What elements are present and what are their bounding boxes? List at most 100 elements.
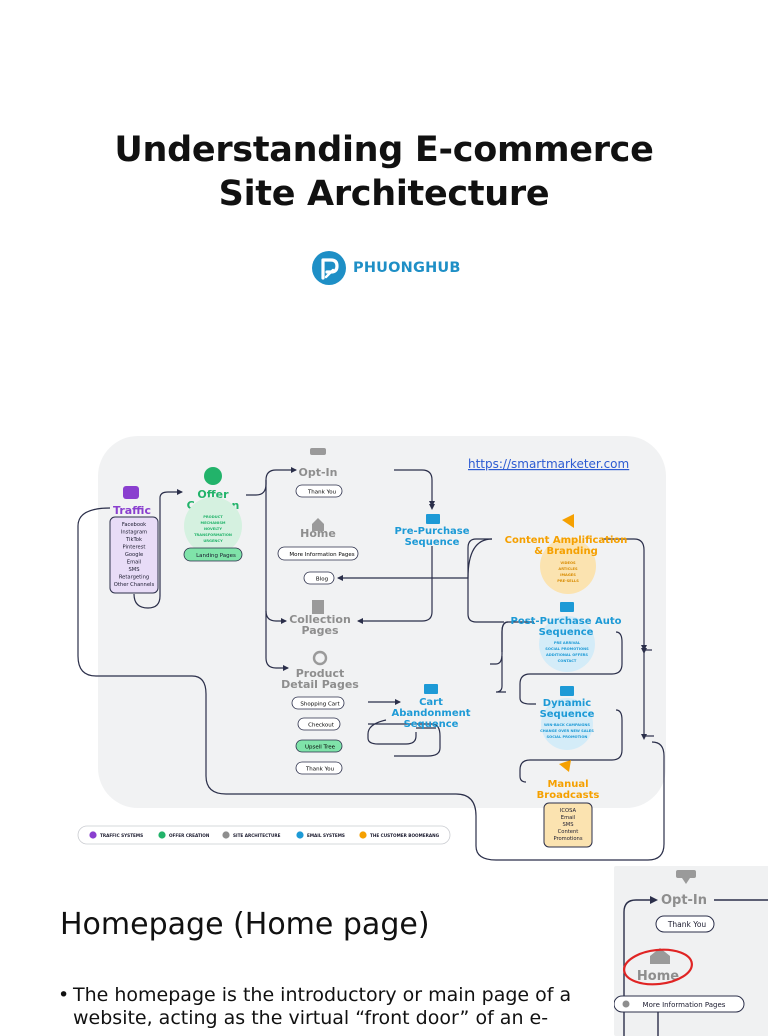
legend-item: TRAFFIC SYSTEMS xyxy=(100,833,143,838)
svg-text:PRODUCT: PRODUCT xyxy=(203,515,223,519)
more-info-pill[interactable] xyxy=(277,546,359,561)
post-purchase-node: Post-Purchase Auto Sequence PRE ARRIVAL … xyxy=(511,602,622,672)
connector-lines xyxy=(77,467,665,861)
svg-text:IMAGES: IMAGES xyxy=(560,573,576,577)
manual-broadcasts-node: Manual Broadcasts ICOSA Email SMS Conten… xyxy=(537,760,600,848)
badge-icon xyxy=(204,467,222,485)
shopping-cart-pill[interactable] xyxy=(291,696,345,710)
svg-text:More Information Pages: More Information Pages xyxy=(289,552,354,558)
svg-text:Shopping Cart: Shopping Cart xyxy=(300,702,340,708)
zoom-svg: Opt-In Thank You Home More Information P… xyxy=(614,870,768,1036)
svg-text:Email: Email xyxy=(561,815,575,821)
svg-text:Checkout: Checkout xyxy=(308,723,335,729)
svg-text:Post-Purchase Auto: Post-Purchase Auto xyxy=(511,616,622,627)
brand: PHUONGHUB xyxy=(311,250,461,286)
svg-text:Other Channels: Other Channels xyxy=(114,582,155,588)
diagram-url[interactable]: https://smartmarketer.com xyxy=(468,457,629,471)
svg-text:VIDEOS: VIDEOS xyxy=(560,561,576,565)
svg-text:WIN-BACK CAMPAIGNS: WIN-BACK CAMPAIGNS xyxy=(544,723,590,727)
svg-text:Google: Google xyxy=(125,552,143,558)
svg-text:Email: Email xyxy=(127,560,141,566)
hand-icon xyxy=(559,760,571,772)
legend-item: OFFER CREATION xyxy=(169,833,210,838)
thankyou2-pill[interactable] xyxy=(295,761,343,775)
svg-text:TRANSFORMATION: TRANSFORMATION xyxy=(194,533,232,537)
svg-text:MECHANISM: MECHANISM xyxy=(201,521,226,525)
dynamic-sequence-node: Dynamic Sequence WIN-BACK CAMPAIGNS CHAN… xyxy=(540,686,595,750)
diagram-svg: https://smartmarketer.com Traffic Facebo… xyxy=(77,448,665,861)
thankyou-pill[interactable] xyxy=(295,484,343,498)
site-architecture-diagram: https://smartmarketer.com Traffic Facebo… xyxy=(56,436,696,866)
checkout-pill[interactable] xyxy=(297,717,341,731)
bullet-line-1: The homepage is the introductory or main… xyxy=(73,984,572,1006)
svg-text:URGENCY: URGENCY xyxy=(203,539,223,543)
legend: TRAFFIC SYSTEMS OFFER CREATION SITE ARCH… xyxy=(77,825,451,845)
search-icon xyxy=(312,650,328,666)
svg-text:CHANGE OVER NEW SALES: CHANGE OVER NEW SALES xyxy=(540,729,594,733)
svg-text:Manual: Manual xyxy=(547,779,588,790)
svg-text:Traffic: Traffic xyxy=(113,504,151,517)
svg-text:Upsell Tree: Upsell Tree xyxy=(305,745,336,751)
svg-text:Home: Home xyxy=(300,527,336,540)
zoom-more-info-pill[interactable] xyxy=(614,995,745,1013)
post-purchase-bubble xyxy=(539,616,595,672)
blog-pill[interactable] xyxy=(303,571,335,585)
svg-text:Opt-In: Opt-In xyxy=(299,466,338,479)
svg-text:PRE ARRIVAL: PRE ARRIVAL xyxy=(554,641,581,645)
traffic-node: Traffic Facebook Instagram TikTok Pinter… xyxy=(109,486,159,594)
legend-item: THE CUSTOMER BOOMERANG xyxy=(370,833,440,838)
content-amplification-node: Content Amplification & Branding VIDEOS … xyxy=(505,514,627,594)
title-line-2: Site Architecture xyxy=(218,174,550,214)
envelope-icon xyxy=(424,684,438,694)
svg-text:Collection: Collection xyxy=(289,613,351,626)
svg-text:& Branding: & Branding xyxy=(534,546,598,557)
bullet-line-2: website, acting as the virtual “front do… xyxy=(73,1007,549,1029)
svg-text:CONTACT: CONTACT xyxy=(558,659,577,663)
svg-text:NOVELTY: NOVELTY xyxy=(204,527,222,531)
svg-text:Pre-Purchase: Pre-Purchase xyxy=(394,526,469,537)
zoom-thankyou-pill[interactable] xyxy=(655,915,715,933)
optin-icon xyxy=(676,870,696,878)
bullet-paragraph: •The homepage is the introductory or mai… xyxy=(58,984,588,1030)
phuonghub-logo-icon xyxy=(312,251,346,285)
svg-text:Sequence: Sequence xyxy=(539,627,594,638)
svg-text:Sequence: Sequence xyxy=(405,537,460,548)
legend-item: SITE ARCHITECTURE xyxy=(233,833,281,838)
svg-text:Facebook: Facebook xyxy=(122,522,146,528)
legend-item: EMAIL SYSTEMS xyxy=(307,833,345,838)
svg-text:ARTICLES: ARTICLES xyxy=(558,567,578,571)
cart-abandonment-node: Cart Abandonment Sequence xyxy=(391,684,471,730)
site-architecture-column: Opt-In Thank You Home More Information P… xyxy=(277,448,359,775)
svg-text:SMS: SMS xyxy=(562,822,573,828)
svg-text:SOCIAL PROMOTION: SOCIAL PROMOTION xyxy=(547,735,588,739)
traffic-list-box xyxy=(109,516,159,594)
content-bubble xyxy=(540,538,596,594)
svg-text:Broadcasts: Broadcasts xyxy=(537,790,600,801)
svg-text:Thank You: Thank You xyxy=(307,490,336,496)
pre-purchase-node: Pre-Purchase Sequence xyxy=(394,514,470,548)
highlight-circle xyxy=(623,948,693,986)
dynamic-bubble xyxy=(541,698,593,750)
svg-text:Instagram: Instagram xyxy=(121,530,147,536)
svg-text:ADDITIONAL OFFERS: ADDITIONAL OFFERS xyxy=(546,653,588,657)
zoom-optin-label: Opt-In xyxy=(661,893,707,908)
svg-text:Sequence: Sequence xyxy=(404,719,459,730)
zoom-home-label: Home xyxy=(637,969,679,984)
section-heading: Homepage (Home page) xyxy=(60,907,430,942)
envelope-icon xyxy=(426,514,440,524)
svg-text:Cart: Cart xyxy=(419,697,443,708)
svg-text:Promotions: Promotions xyxy=(553,836,582,842)
svg-text:ICOSA: ICOSA xyxy=(560,808,577,814)
svg-text:Sequence: Sequence xyxy=(540,709,595,720)
svg-text:Thank You: Thank You xyxy=(667,920,707,929)
home-icon xyxy=(650,948,670,964)
svg-text:Offer: Offer xyxy=(197,488,229,501)
landing-pages-pill[interactable] xyxy=(183,547,243,562)
svg-text:Pinterest: Pinterest xyxy=(123,545,146,551)
svg-text:More Information Pages: More Information Pages xyxy=(643,1001,726,1009)
collection-icon xyxy=(312,600,324,614)
upsell-pill[interactable] xyxy=(295,739,343,753)
envelope-icon xyxy=(560,602,574,612)
svg-text:SOCIAL PROMOTIONS: SOCIAL PROMOTIONS xyxy=(545,647,589,651)
title-line-1: Understanding E-commerce xyxy=(114,130,654,170)
